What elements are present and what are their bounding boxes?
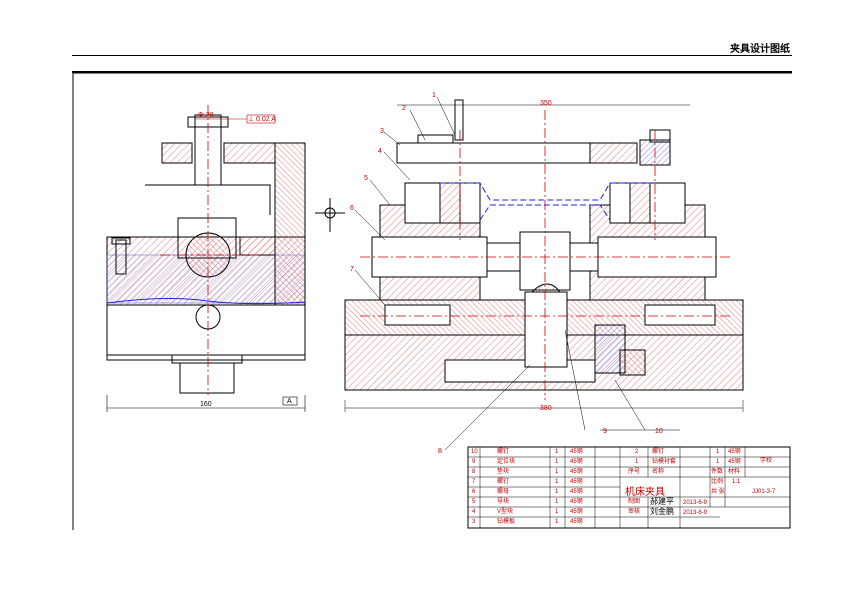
bom-material: 45钢	[570, 449, 583, 455]
left-base-upper	[106, 304, 306, 356]
bom-header-material: 材料	[728, 469, 741, 475]
left-view	[106, 105, 306, 412]
designer-name: 郝建平	[650, 497, 674, 506]
bom-material: 45钢	[728, 459, 741, 465]
left-top-dim-label: Φ·28	[198, 112, 214, 119]
date-2: 2013-6-9	[683, 510, 708, 516]
bom-material: 45钢	[570, 459, 583, 465]
bom-qty: 1	[555, 469, 559, 475]
drawing-name: 机床夹具	[625, 487, 665, 498]
left-datum-label: A	[287, 398, 292, 405]
bom-qty: 1	[555, 459, 559, 465]
bom-qty: 1	[716, 459, 720, 465]
checker-label: 审核	[628, 509, 641, 515]
bom-no: 5	[472, 499, 476, 505]
left-tolerance-label: ⊥ 0.02 A	[248, 116, 276, 123]
bom-name: 定位块	[497, 459, 516, 465]
bom-qty: 1	[716, 449, 720, 455]
bom-material: 45钢	[570, 489, 583, 495]
header-rule-thick	[72, 71, 792, 73]
bom-no: 10	[471, 449, 478, 455]
school-name: 学校	[760, 458, 773, 464]
bom-qty: 1	[555, 519, 559, 525]
scale-label: 比例	[711, 479, 724, 485]
part-label-4: 4	[378, 148, 382, 155]
bom-name: 螺钉	[652, 449, 665, 455]
title-block-grid	[467, 446, 791, 529]
drawing-code: JJ01-3-7	[752, 489, 776, 495]
designer-label: 制图	[628, 499, 641, 505]
bom-name: 钻模衬套	[652, 459, 677, 465]
checker-name: 刘金鹏	[650, 507, 674, 516]
bom-material: 45钢	[570, 479, 583, 485]
part-label-9: 9	[603, 428, 607, 435]
front-bottom-dim-label: 380	[540, 405, 552, 412]
bom-qty: 1	[555, 499, 559, 505]
part-label-5: 5	[364, 175, 368, 182]
bom-name: 垫块	[497, 469, 510, 475]
header-rule-thin	[72, 55, 792, 56]
bom-no: 2	[635, 449, 639, 455]
bom-no: 3	[472, 519, 476, 525]
part-label-2: 2	[402, 105, 406, 112]
front-view	[344, 96, 744, 451]
bom-no: 9	[472, 459, 476, 465]
part-label-3: 3	[380, 128, 384, 135]
bom-no: 8	[472, 469, 476, 475]
bom-header-qty: 件数	[711, 469, 724, 475]
bom-material: 45钢	[570, 519, 583, 525]
bom-material: 45钢	[728, 449, 741, 455]
bom-qty: 1	[555, 489, 559, 495]
bom-material: 45钢	[570, 469, 583, 475]
bom-no: 6	[472, 489, 476, 495]
date-1: 2013-6-9	[683, 500, 708, 506]
page-header-title: 夹具设计图纸	[730, 44, 790, 55]
bom-name: 螺钉	[497, 479, 510, 485]
bom-no: 1	[635, 459, 639, 465]
left-width-dim-label: 160	[200, 401, 212, 408]
bom-name: 导块	[497, 499, 510, 505]
bom-qty: 1	[555, 509, 559, 515]
centerline-symbol	[315, 198, 345, 232]
bom-name: V型块	[497, 509, 514, 515]
front-top-dim-label: 350	[540, 100, 552, 107]
bom-material: 45钢	[570, 509, 583, 515]
part-label-10: 10	[655, 428, 663, 435]
bom-no: 7	[472, 479, 476, 485]
bom-name: 螺钉	[497, 449, 510, 455]
bom-header-name: 名称	[652, 469, 665, 475]
drawing-frame	[72, 72, 792, 530]
part-label-7: 7	[350, 266, 354, 273]
sheet-label: 共 张	[711, 489, 725, 495]
scale-value: 1:1	[732, 479, 741, 485]
bom-qty: 1	[555, 479, 559, 485]
bom-header-seq: 序号	[628, 469, 641, 475]
bom-no: 4	[472, 509, 476, 515]
part-label-1: 1	[432, 92, 436, 99]
bom-material: 45钢	[570, 499, 583, 505]
bom-qty: 1	[555, 449, 559, 455]
bom-name: 螺母	[497, 489, 510, 495]
part-label-8: 8	[438, 448, 442, 455]
bom-name: 钻模板	[497, 519, 516, 525]
part-label-6: 6	[350, 205, 354, 212]
